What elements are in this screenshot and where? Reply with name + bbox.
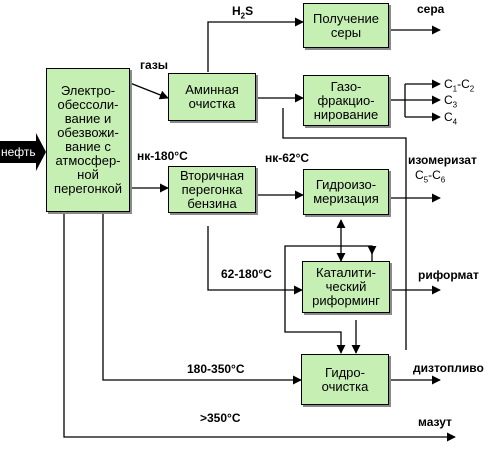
stream-nk62-label: нк-62°C — [265, 151, 310, 165]
gas-return-line — [282, 112, 407, 350]
h2s-line — [207, 17, 304, 72]
output-fuel-oil: мазут — [418, 415, 452, 429]
gas-product-c1c2: C1-C2 — [444, 77, 475, 94]
output-isomerate: изомеризат — [408, 153, 477, 167]
stream-180-350-label: 180-350°C — [187, 362, 245, 376]
gases-line — [129, 82, 169, 100]
stream-gases-label: газы — [140, 58, 169, 72]
feed-arrow — [0, 133, 46, 171]
output-sulfur: сера — [417, 2, 445, 16]
gas-fractionation-unit: Газо- фракцио- нирование — [303, 75, 389, 126]
gas-product-c3: C3 — [444, 93, 458, 110]
gas-product-c4: C4 — [444, 110, 458, 127]
catalytic-reforming-unit: Каталити- ческий риформинг — [302, 261, 390, 313]
output-diesel: дизтопливо — [413, 361, 484, 375]
f180-350-line — [102, 212, 302, 385]
feed-label: нефть — [1, 145, 36, 159]
hydrotreating-unit: Гидро- очистка — [301, 354, 389, 405]
f350-line — [63, 212, 456, 442]
f62-180-line — [207, 226, 303, 295]
secondary-distillation-unit: Вторичная перегонка бензина — [168, 166, 256, 213]
amine-treating-unit: Аминная очистка — [168, 73, 256, 121]
elou-unit: Электро- обессоли- вание и обезвожи- ван… — [46, 68, 130, 212]
output-isomerate-formula: C5-C6 — [415, 168, 446, 185]
stream-62-180-label: 62-180°C — [221, 267, 272, 281]
stream-nk180-label: нк-180°C — [137, 149, 188, 163]
hydroisomerization-unit: Гидроизо- меризация — [303, 169, 389, 215]
stream-h2s-label: H2S — [232, 4, 254, 21]
sulfur-recovery-unit: Получение серы — [303, 3, 389, 48]
stream-350-label: >350°C — [200, 411, 241, 425]
output-reformate: риформат — [418, 268, 479, 282]
